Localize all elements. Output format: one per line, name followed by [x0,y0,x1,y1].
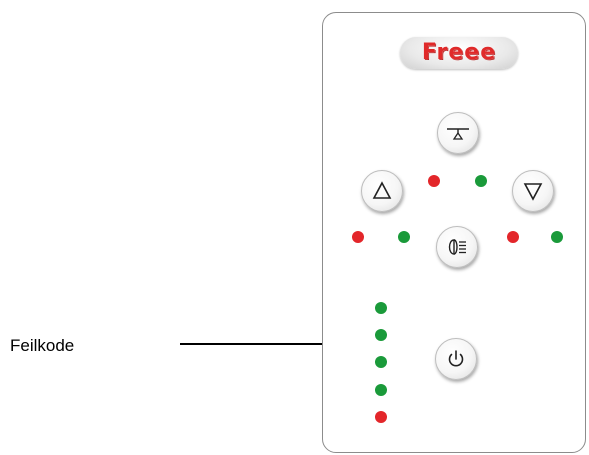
lamp-position-icon [447,128,469,140]
top-left-indicator-red [428,175,440,187]
right-indicator-red [507,231,519,243]
error-led-5 [375,411,387,423]
headlight-icon [448,239,466,255]
right-indicator-green [551,231,563,243]
error-led-1 [375,302,387,314]
left-indicator-green [398,231,410,243]
triangle-down-icon [523,183,543,201]
error-led-2 [375,329,387,341]
power-icon [448,350,464,367]
brand-logo-text: Freee [421,39,497,65]
left-indicator-red [352,231,364,243]
headlight-button[interactable] [436,226,478,268]
brand-logo: Freee [400,37,518,69]
power-button[interactable] [435,338,477,380]
error-code-label: Feilkode [10,336,75,355]
error-led-4 [375,384,387,396]
lamp-position-button[interactable] [437,112,479,154]
top-right-indicator-green [475,175,487,187]
triangle-up-icon [372,181,392,199]
error-led-3 [375,356,387,368]
down-button[interactable] [512,170,554,212]
up-button[interactable] [361,170,403,212]
